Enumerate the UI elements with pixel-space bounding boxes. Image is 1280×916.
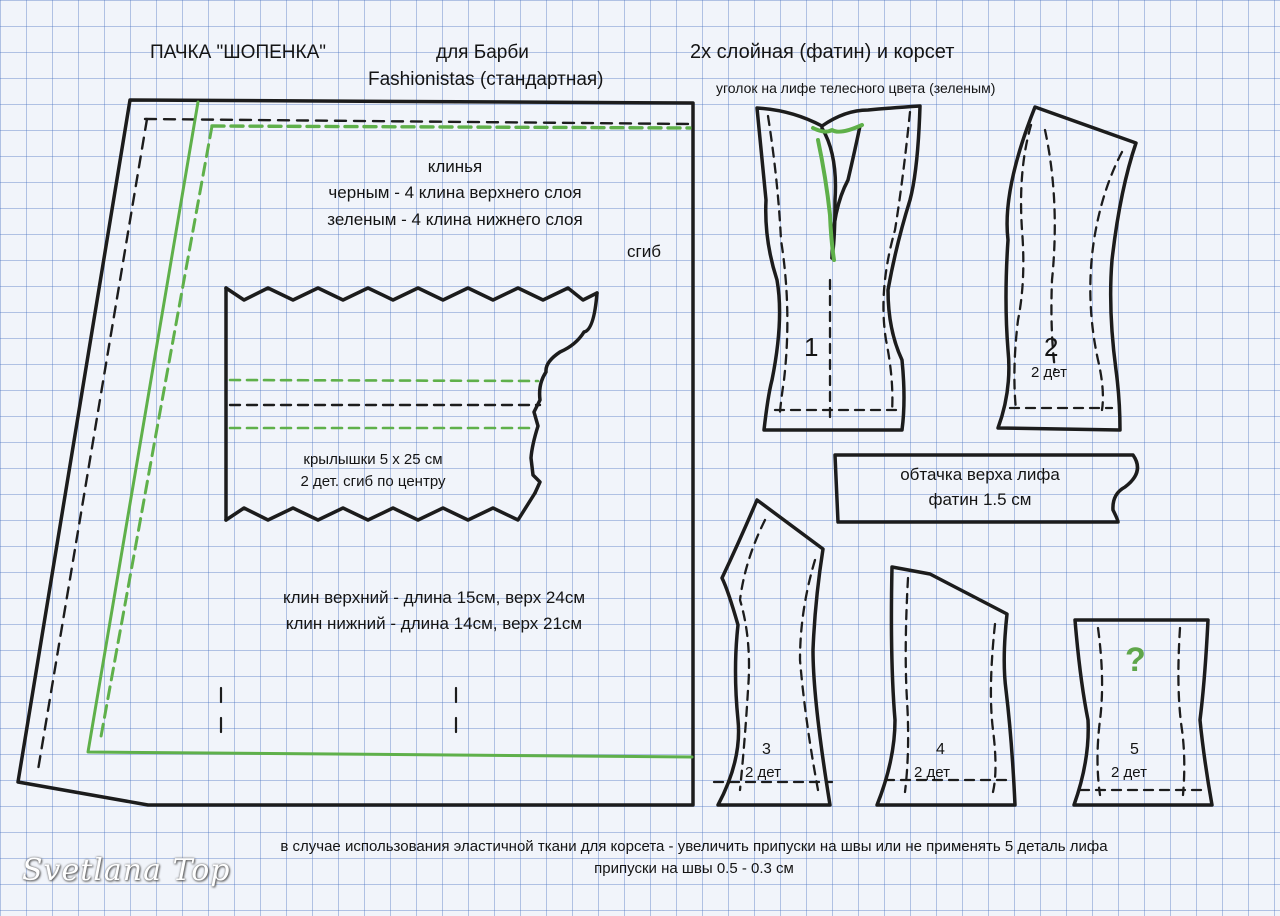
piece-5-number: 5 (1130, 741, 1139, 758)
bodice-piece-4-outline (875, 565, 1017, 807)
layers-note: 2х слойная (фатин) и корсет (690, 41, 955, 63)
skirt-wedge-seam-dashes (36, 117, 692, 772)
bodice-piece-2-outline (996, 105, 1138, 432)
footer-elastic-note: в случае использования эластичной ткани … (280, 838, 1108, 855)
fold-label: сгиб (627, 242, 661, 261)
piece-5-count: 2 дет (1111, 764, 1147, 781)
bodice-facing-outline (833, 453, 1140, 524)
bodice-piece-3-dashes (712, 518, 834, 792)
bodice-piece-1-green (811, 123, 864, 262)
wedges-green-note: зеленым - 4 клина нижнего слоя (327, 210, 583, 229)
bodice-piece-1-outline (755, 104, 922, 432)
wedges-title: клинья (427, 157, 483, 176)
piece-2-count: 2 дет (1031, 364, 1067, 381)
bodice-piece-4-dashes (883, 576, 1010, 794)
piece-5-question-mark: ? (1125, 641, 1146, 679)
doll-for-line2: Fashionistas (стандартная) (368, 69, 604, 90)
bodice-piece-3-outline (716, 498, 832, 807)
facing-label-line1: обтачка верха лифа (900, 465, 1060, 484)
footer-seam-allowance: припуски на швы 0.5 - 0.3 см (594, 860, 794, 877)
wedges-black-note: черным - 4 клина верхнего слоя (328, 183, 582, 202)
bodice-piece-5-outline (1072, 618, 1214, 807)
skirt-wedge-green-layer (86, 100, 694, 759)
piece-4-number: 4 (936, 741, 945, 758)
doll-for-line1: для Барби (436, 42, 529, 63)
wings-count: 2 дет. сгиб по центру (300, 473, 446, 490)
piece-1-number: 1 (804, 332, 819, 362)
wedge-lower-dims: клин нижний - длина 14см, верх 21см (285, 614, 583, 633)
piece-4-count: 2 дет (914, 764, 950, 781)
bodice-piece-5-dashes (1078, 626, 1207, 797)
facing-label-line2: фатин 1.5 см (928, 490, 1032, 509)
wings-size: крылышки 5 х 25 см (303, 451, 443, 468)
skirt-wedge-outline (16, 98, 695, 807)
pattern-title: ПАЧКА "ШОПЕНКА" (150, 42, 327, 63)
author-signature-watermark: Svetlana Top (22, 853, 231, 888)
bodice-piece-1-dashes (766, 110, 912, 422)
wings-green-dashes (228, 378, 540, 430)
wedge-upper-dims: клин верхний - длина 15см, верх 24см (282, 588, 586, 607)
bodice-piece-2-dashes (1008, 123, 1124, 412)
wings-piece-outline (224, 286, 599, 522)
corner-note: уголок на лифе телесного цвета (зеленым) (716, 80, 996, 96)
piece-3-count: 2 дет (745, 764, 781, 781)
piece-2-number: 2 (1044, 332, 1059, 362)
skirt-bottom-dashes (219, 686, 458, 734)
piece-3-number: 3 (762, 741, 771, 758)
